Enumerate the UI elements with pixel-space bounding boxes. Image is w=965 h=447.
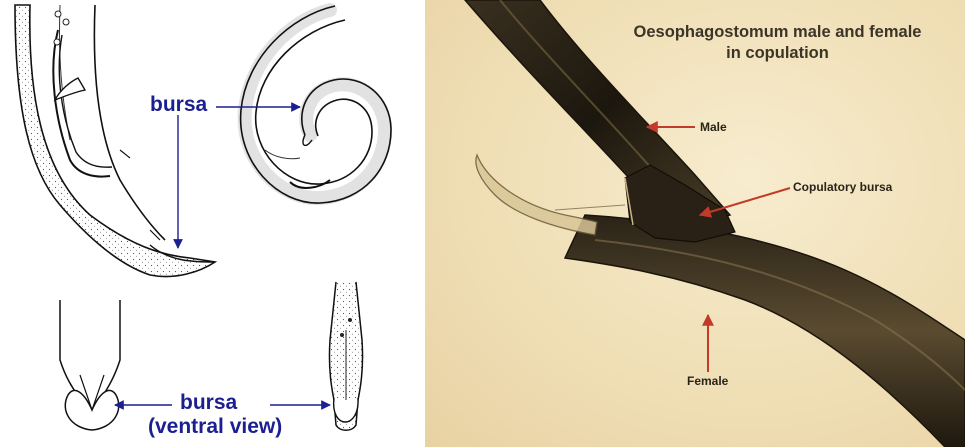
ventral-view-drawing-right bbox=[329, 282, 362, 430]
ventral-view-label: (ventral view) bbox=[148, 416, 282, 437]
copulatory-bursa-label: Copulatory bursa bbox=[793, 181, 892, 193]
ventral-view-drawing-left bbox=[60, 300, 120, 430]
male-tail-lateral-drawing bbox=[15, 5, 215, 277]
coiled-male-tail-drawing bbox=[241, 6, 391, 203]
copulation-micrograph-panel: Oesophagostomum male and female in copul… bbox=[425, 0, 965, 447]
male-label: Male bbox=[700, 121, 727, 133]
bursa-diagram-panel: bursa bursa (ventral view) bbox=[0, 0, 425, 447]
bursa-ventral-label: bursa bbox=[180, 392, 237, 413]
photo-title-line2: in copulation bbox=[605, 43, 950, 64]
bursa-label: bursa bbox=[150, 94, 207, 115]
female-worm bbox=[565, 215, 965, 447]
female-tail bbox=[476, 155, 597, 235]
photo-title: Oesophagostomum male and female in copul… bbox=[605, 22, 950, 63]
female-label: Female bbox=[687, 375, 728, 387]
photo-title-line1: Oesophagostomum male and female bbox=[605, 22, 950, 43]
bursa-line-drawing bbox=[0, 0, 425, 447]
